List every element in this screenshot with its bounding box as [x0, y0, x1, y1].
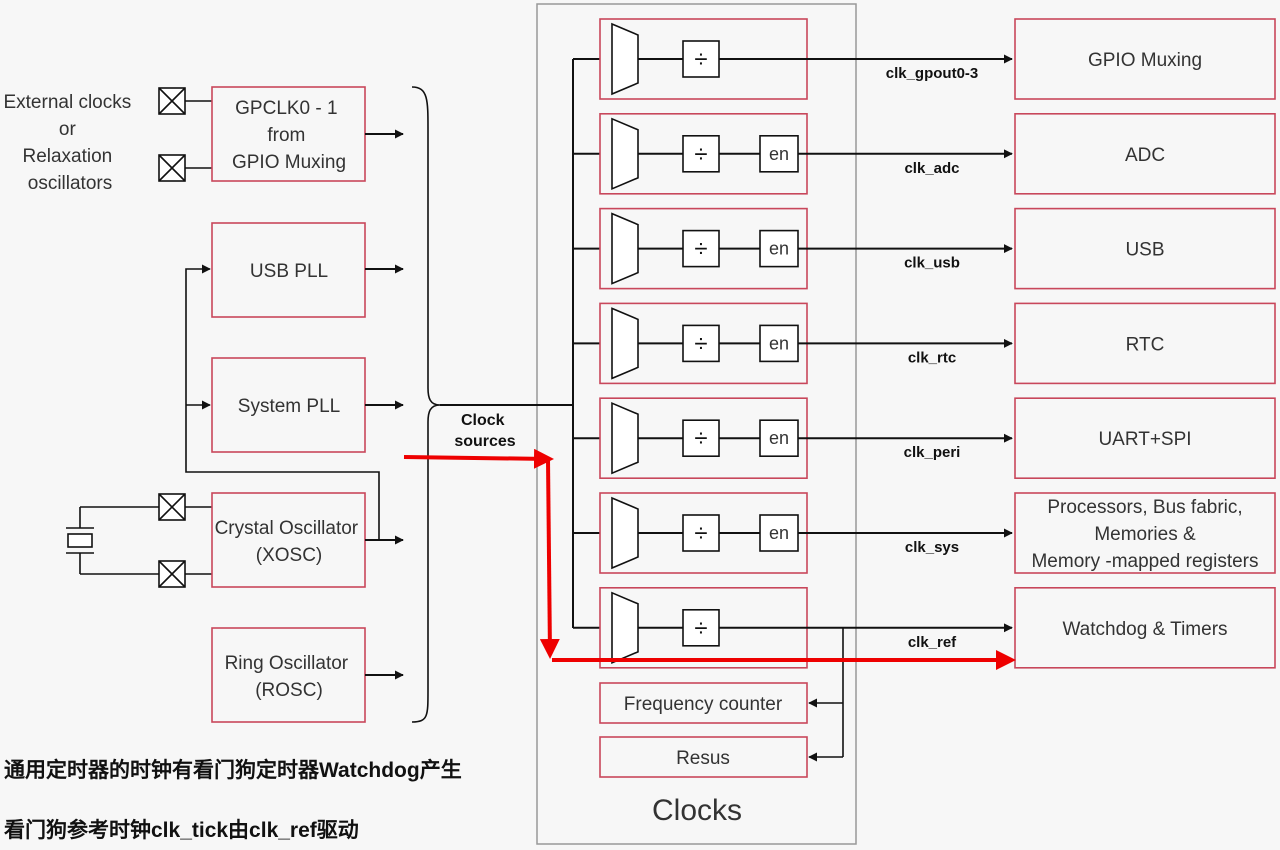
- external-clocks-label: External clocks or Relaxation oscillator…: [3, 92, 136, 194]
- divider-icon: ÷: [694, 425, 707, 452]
- destination-label: USB: [1125, 240, 1164, 261]
- enable-gate: [759, 419, 799, 458]
- divider-box: [682, 514, 720, 552]
- destination-box: [1014, 586, 1276, 669]
- branch-clk-usb: ÷ en clk_usb USB: [599, 207, 1276, 290]
- branch-clk-ref: ÷ clk_ref Watchdog & Timers: [599, 586, 1276, 669]
- destination-box: [1014, 113, 1276, 195]
- clock-sources-label: Clock sources: [454, 412, 515, 450]
- divider-box: [682, 608, 720, 647]
- branch-clk-sys: ÷ en clk_sys Processors, Bus fabric,Memorie…: [599, 492, 1276, 574]
- destination-label: RTC: [1126, 334, 1165, 355]
- system-pll-label: System PLL: [238, 396, 340, 417]
- branch-clk-rtc: ÷ en clk_rtc RTC: [599, 302, 1276, 385]
- destination-label: Watchdog & Timers: [1062, 619, 1227, 640]
- divider-icon: ÷: [694, 520, 707, 547]
- destination-box: [1014, 492, 1276, 574]
- signal-label: clk_gpout0-3: [886, 65, 979, 82]
- mux-icon: [611, 591, 639, 665]
- clock-sources-brace: [411, 86, 441, 723]
- mux-icon: [611, 117, 639, 191]
- resus-label: Resus: [676, 748, 730, 769]
- signal-label: clk_sys: [905, 539, 959, 556]
- clocks-block: [536, 3, 857, 845]
- rosc-box: [211, 627, 366, 723]
- resus-box: [599, 736, 808, 778]
- signal-label: clk_ref: [908, 634, 957, 651]
- divider-icon: ÷: [694, 236, 707, 263]
- enable-gate: [759, 229, 799, 268]
- usb-pll-box: [211, 222, 366, 318]
- destination-box: [1014, 18, 1276, 100]
- signal-label: clk_usb: [904, 255, 960, 272]
- xosc-box: [211, 492, 366, 588]
- destination-label: UART+SPI: [1098, 429, 1191, 450]
- enable-label: en: [769, 428, 789, 448]
- branch-clk-peri: ÷ en clk_peri UART+SPI: [599, 397, 1276, 480]
- frequency-counter-box: [599, 682, 808, 724]
- divider-icon: ÷: [694, 330, 707, 357]
- enable-label: en: [769, 333, 789, 353]
- pin-icon: [158, 87, 186, 115]
- system-pll-box: [211, 357, 366, 453]
- note-clk-tick: 看门狗参考时钟clk_tick由clk_ref驱动: [4, 818, 359, 842]
- mux-icon: [611, 401, 639, 475]
- destination-box: [1014, 302, 1276, 385]
- gpclk-box: [211, 86, 366, 182]
- signal-label: clk_peri: [904, 444, 961, 461]
- xosc-label: Crystal Oscillator (XOSC): [215, 518, 364, 566]
- divider-box: [682, 419, 720, 458]
- clocks-title: Clocks: [652, 794, 742, 827]
- usb-pll-label: USB PLL: [250, 261, 328, 282]
- pin-icon: [158, 493, 186, 521]
- note-watchdog-clock: 通用定时器的时钟有看门狗定时器Watchdog产生: [4, 758, 462, 782]
- rosc-label: Ring Oscillator (ROSC): [225, 653, 354, 701]
- divider-icon: ÷: [694, 46, 707, 73]
- enable-label: en: [769, 523, 789, 543]
- signal-label: clk_adc: [904, 160, 959, 177]
- frequency-counter-label: Frequency counter: [624, 694, 783, 715]
- divider-icon: ÷: [694, 141, 707, 168]
- gpclk-label: GPCLK0 - 1 from GPIO Muxing: [232, 98, 346, 173]
- enable-gate: [759, 135, 799, 173]
- destination-label: ADC: [1125, 145, 1165, 166]
- pin-icon: [158, 560, 186, 588]
- branch-clk-adc: ÷ en clk_adc ADC: [599, 113, 1276, 195]
- mux-icon: [611, 22, 639, 96]
- branch-clk-gpout0-3: ÷ clk_gpout0-3 GPIO Muxing: [599, 18, 1276, 100]
- divider-box: [682, 40, 720, 78]
- enable-label: en: [769, 239, 789, 259]
- destination-label: GPIO Muxing: [1088, 50, 1202, 71]
- divider-box: [682, 229, 720, 268]
- mux-icon: [611, 496, 639, 570]
- pin-icon: [158, 154, 186, 182]
- destination-label: Processors, Bus fabric,Memories &Memory …: [1031, 497, 1258, 572]
- enable-label: en: [769, 144, 789, 164]
- highlight-path: [403, 448, 1016, 670]
- signal-label: clk_rtc: [908, 349, 956, 366]
- divider-icon: ÷: [694, 615, 707, 642]
- divider-box: [682, 324, 720, 363]
- mux-icon: [611, 307, 639, 380]
- mux-icon: [611, 212, 639, 285]
- destination-box: [1014, 397, 1276, 480]
- crystal-icon: [66, 506, 159, 575]
- destination-box: [1014, 207, 1276, 290]
